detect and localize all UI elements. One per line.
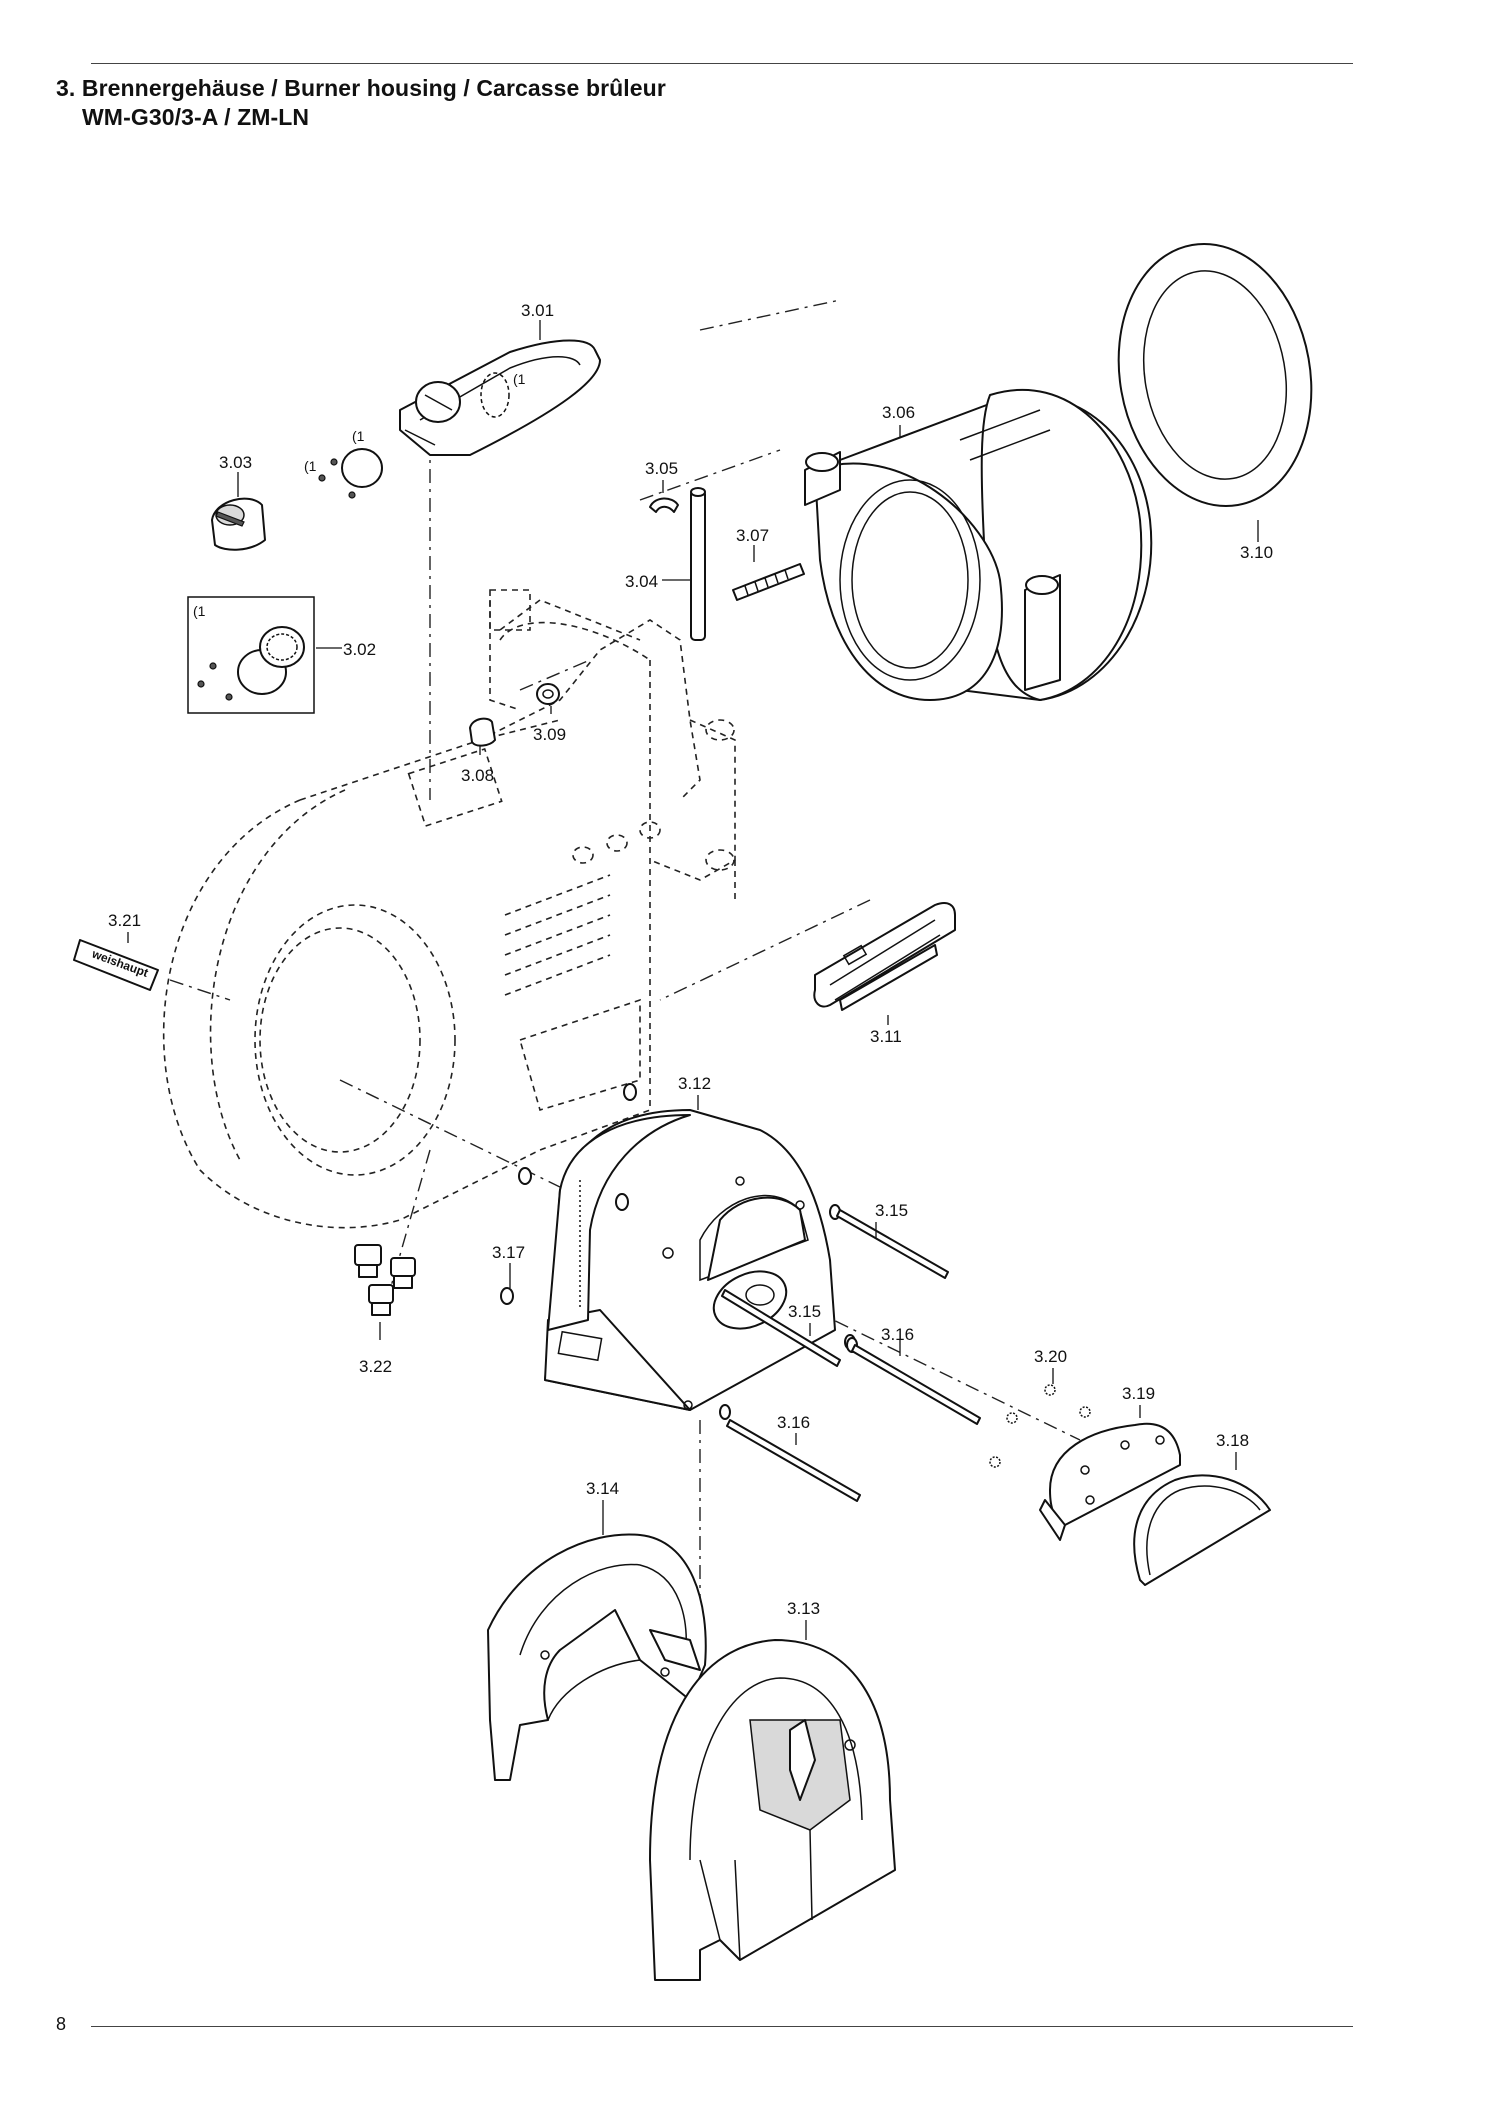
- part-3-01-cover: [399, 339, 601, 456]
- part-labels: 3.01 3.02 3.03 3.04 3.05 3.06 3.07 3.08 …: [108, 301, 1273, 1618]
- label-3-16b: 3.16: [777, 1413, 810, 1432]
- part-3-01-plate-screws: [318, 448, 383, 499]
- title-line-2: WM-G30/3-A / ZM-LN: [82, 104, 310, 130]
- part-3-12-fan-housing: [544, 1109, 836, 1411]
- label-3-01: 3.01: [521, 301, 554, 320]
- leader-lines: [127, 320, 1259, 1640]
- label-3-12: 3.12: [678, 1074, 711, 1093]
- label-3-04: 3.04: [625, 572, 658, 591]
- part-3-10-gasket: [1117, 242, 1313, 508]
- bolts: [721, 1209, 981, 1502]
- label-3-02: 3.02: [343, 640, 376, 659]
- housing-ghost-outline: [162, 589, 736, 1229]
- part-3-20-washers: [989, 1384, 1091, 1468]
- label-3-15b: 3.15: [788, 1302, 821, 1321]
- label-3-17: 3.17: [492, 1243, 525, 1262]
- label-3-18: 3.18: [1216, 1431, 1249, 1450]
- label-3-15a: 3.15: [875, 1201, 908, 1220]
- part-3-02-box: [187, 596, 315, 714]
- part-3-19-cover: [1039, 1422, 1181, 1541]
- part-3-11-plate: [813, 902, 956, 1011]
- label-3-19: 3.19: [1122, 1384, 1155, 1403]
- label-3-03: 3.03: [219, 453, 252, 472]
- part-3-08-3-09: [469, 683, 560, 747]
- label-3-16a: 3.16: [881, 1325, 914, 1344]
- label-3-22: 3.22: [359, 1357, 392, 1376]
- label-3-13: 3.13: [787, 1599, 820, 1618]
- page-number: 8: [56, 2014, 67, 2034]
- label-3-14: 3.14: [586, 1479, 619, 1498]
- part-3-04-3-05-3-07: [649, 487, 805, 641]
- label-3-07: 3.07: [736, 526, 769, 545]
- label-3-06: 3.06: [882, 403, 915, 422]
- title-line-1: 3. Brennergehäuse / Burner housing / Car…: [56, 75, 666, 101]
- footnote-marker-1: (1: [513, 371, 526, 387]
- part-3-03-cap: [211, 497, 266, 551]
- footnote-marker-2: (1: [352, 428, 365, 444]
- part-3-06-flange: [804, 388, 1153, 701]
- washers: [500, 1083, 858, 1420]
- footnote-marker-3: (1: [304, 458, 317, 474]
- part-3-18-gasket: [1133, 1474, 1271, 1586]
- top-rule: [91, 63, 1353, 64]
- part-3-21-logo-plate: weishaupt: [73, 939, 159, 991]
- label-3-20: 3.20: [1034, 1347, 1067, 1366]
- part-3-13-outer-shell: [649, 1639, 896, 1981]
- label-3-09: 3.09: [533, 725, 566, 744]
- part-3-22-cable-glands: [354, 1244, 416, 1316]
- label-3-08: 3.08: [461, 766, 494, 785]
- footnote-markers: (1 (1 (1 (1: [193, 371, 526, 619]
- page-title: 3. Brennergehäuse / Burner housing / Car…: [56, 74, 666, 132]
- label-3-21: 3.21: [108, 911, 141, 930]
- label-3-05: 3.05: [645, 459, 678, 478]
- label-3-10: 3.10: [1240, 543, 1273, 562]
- footnote-marker-4: (1: [193, 603, 206, 619]
- bottom-rule: [91, 2026, 1353, 2027]
- label-3-11: 3.11: [870, 1027, 902, 1046]
- part-3-14-intake-shell: [487, 1533, 707, 1781]
